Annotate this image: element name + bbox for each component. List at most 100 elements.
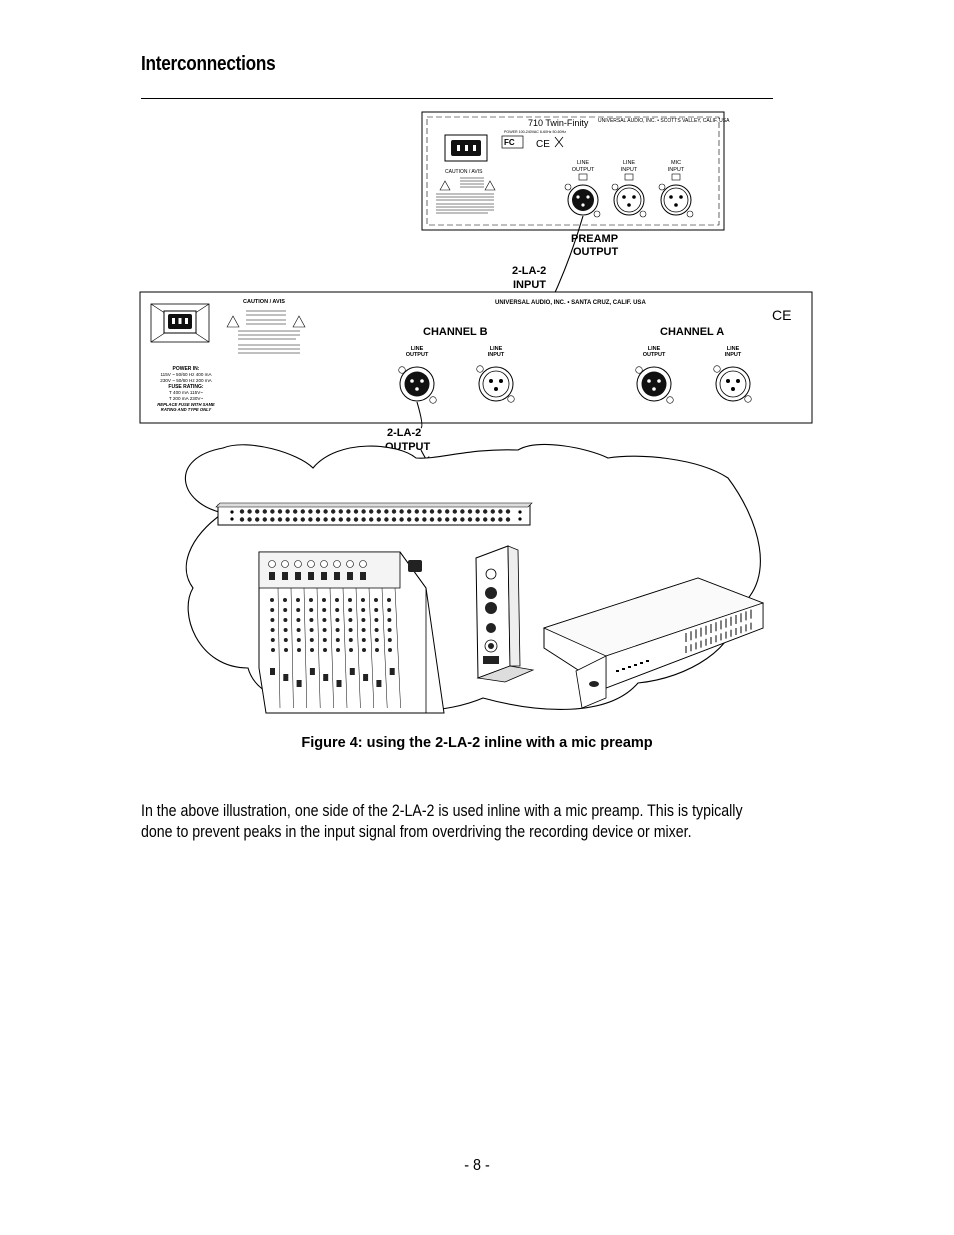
patch-jack — [399, 517, 404, 522]
la2-input-label-1: 2-LA-2 — [512, 265, 546, 277]
patch-jack — [315, 517, 321, 522]
la2-channel-a: CHANNEL A — [660, 326, 724, 338]
body-line-1: In the above illustration, one side of t… — [141, 802, 743, 820]
console-knob — [296, 628, 301, 632]
console-input-jack — [346, 560, 354, 568]
patch-jack — [255, 509, 260, 514]
patch-jack — [498, 517, 503, 522]
console-knob — [387, 638, 392, 642]
console-fader — [296, 680, 302, 687]
patch-jack — [422, 517, 427, 522]
patch-jack — [490, 517, 495, 522]
console-fader — [389, 668, 395, 675]
rack-vents — [616, 609, 752, 672]
la2-replace-1: REPLACE FUSE WITH SAME — [157, 402, 215, 407]
patch-jack — [239, 517, 245, 522]
svg-text:INPUT: INPUT — [725, 352, 742, 358]
preamp-xlr-line-output — [564, 173, 601, 218]
patch-jack — [460, 517, 465, 522]
rack-indicator — [634, 664, 637, 666]
patch-jack — [384, 509, 389, 514]
console-knob — [361, 608, 366, 612]
patch-jack — [262, 517, 267, 522]
patch-jack — [323, 517, 328, 522]
console-knob — [348, 638, 353, 642]
svg-text:OUTPUT: OUTPUT — [572, 167, 595, 173]
patch-jack — [414, 509, 419, 514]
patch-jack — [384, 517, 389, 522]
console-input-connector — [308, 572, 314, 580]
patch-jack — [399, 509, 404, 514]
preamp-model: 710 Twin-Finity — [528, 118, 589, 128]
patch-jack — [414, 517, 419, 522]
console-knob — [309, 638, 314, 642]
la2-xlr-a-line-output — [635, 366, 674, 404]
preamp-mic-input-label: MIC — [671, 160, 681, 166]
figure-interconnection-diagram: 710 Twin-Finity POWER 100-240VAC 6-60Hz … — [138, 108, 818, 730]
page-number: - 8 - — [464, 1157, 490, 1174]
la2-output-label-1: 2-LA-2 — [387, 427, 421, 439]
console-knob — [374, 618, 379, 622]
weee-bin-icon — [554, 136, 564, 148]
figure-caption: Figure 4: using the 2-LA-2 inline with a… — [0, 735, 954, 751]
console-knob — [283, 598, 287, 602]
console-knob — [270, 608, 275, 612]
console-knob — [348, 618, 353, 622]
patch-jack — [391, 509, 397, 514]
console-knob — [283, 638, 288, 642]
console-knob — [270, 638, 275, 642]
channel-divider — [316, 587, 321, 709]
console-knob — [387, 608, 392, 612]
la2-fuse-rating: FUSE RATING: — [168, 384, 204, 390]
rack-indicator — [616, 670, 619, 672]
channel-divider — [277, 587, 281, 709]
patch-jack — [247, 517, 252, 522]
console-knob — [335, 638, 340, 642]
console-input-jack — [281, 560, 289, 568]
patch-jack — [323, 509, 328, 514]
console-input-jack — [359, 560, 367, 568]
console-input-connector — [347, 572, 353, 580]
console-knob — [374, 628, 379, 632]
console-knob — [348, 608, 353, 612]
console-input-connector — [334, 572, 340, 580]
patch-jack — [460, 509, 465, 514]
console-input-connector — [282, 572, 288, 580]
console-knob — [297, 648, 301, 652]
la2-maker: UNIVERSAL AUDIO, INC. • SANTA CRUZ, CALI… — [495, 300, 646, 306]
svg-text:OUTPUT: OUTPUT — [406, 352, 429, 358]
patch-jack — [376, 517, 381, 522]
la2-b-line-input-label: LINE — [490, 346, 503, 352]
la2-power-in: POWER IN: — [173, 366, 200, 372]
preamp-output-label-1: PREAMP — [571, 233, 618, 245]
la2-xlr-a-line-input — [713, 365, 752, 403]
console-knob — [322, 608, 327, 612]
console-knob — [283, 628, 288, 632]
console-input-connector — [269, 572, 275, 580]
la2-a-line-input-label: LINE — [727, 346, 740, 352]
console-knob — [362, 648, 366, 652]
patch-jack — [437, 517, 442, 522]
la2-power-115: 115V ~ 50/60 Hz 400 mA — [160, 372, 212, 377]
la2-a-line-output-label: LINE — [648, 346, 661, 352]
patch-jack — [452, 517, 457, 522]
patch-jack — [483, 517, 488, 522]
console-knob — [388, 648, 392, 652]
console-fader — [323, 674, 329, 681]
console-knob — [270, 618, 275, 622]
diagram-svg: 710 Twin-Finity POWER 100-240VAC 6-60Hz … — [139, 111, 813, 714]
console-fader — [349, 668, 355, 675]
console-knob — [309, 618, 314, 622]
outboard-mic-preamp — [475, 545, 535, 683]
patch-jack — [262, 509, 267, 514]
patch-jack — [346, 517, 351, 522]
console-knob — [348, 598, 352, 602]
console-fader — [309, 668, 315, 675]
channel-divider — [394, 587, 401, 709]
patch-jack — [308, 517, 313, 522]
patch-jack — [361, 517, 366, 522]
console-knob — [270, 598, 274, 602]
console-knob — [283, 608, 288, 612]
patch-jack — [422, 509, 427, 514]
la2-rear-panel: POWER IN: 115V ~ 50/60 Hz 400 mA 230V ~ … — [139, 291, 813, 424]
